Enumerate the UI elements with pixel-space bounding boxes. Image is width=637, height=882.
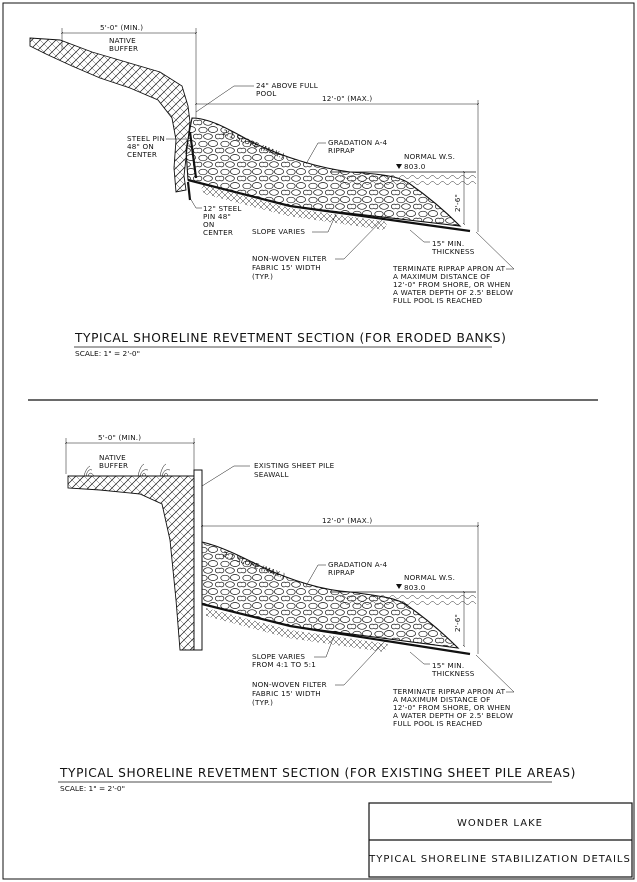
backfill-earth	[67, 475, 195, 651]
min-thickness-label: 15" MIN.	[432, 239, 464, 248]
svg-text:FABRIC 15' WIDTH: FABRIC 15' WIDTH	[252, 263, 321, 272]
svg-text:A MAXIMUM DISTANCE OF: A MAXIMUM DISTANCE OF	[393, 272, 491, 281]
svg-text:BUFFER: BUFFER	[99, 461, 128, 470]
svg-text:ON: ON	[203, 220, 214, 229]
buffer-dimension-label: 5'-0" (MIN.)	[98, 433, 141, 442]
apron-dimension-label: 12'-0" (MAX.)	[322, 94, 372, 103]
native-buffer-label: NATIVE	[109, 36, 136, 45]
filter-fabric-label: NON-WOVEN FILTER	[252, 680, 327, 689]
normal-ws-label: NORMAL W.S.	[404, 573, 455, 582]
normal-ws-label: NORMAL W.S.	[404, 152, 455, 161]
native-buffer-label: NATIVE	[99, 453, 126, 462]
project-name: WONDER LAKE	[457, 818, 543, 829]
sheet-pile-label: EXISTING SHEET PILE	[254, 461, 335, 470]
svg-text:FULL POOL IS REACHED: FULL POOL IS REACHED	[393, 296, 483, 305]
svg-text:SEAWALL: SEAWALL	[254, 470, 289, 479]
svg-text:FROM 4:1 TO 5:1: FROM 4:1 TO 5:1	[252, 660, 316, 669]
steel-pin-label: STEEL PIN	[127, 134, 165, 143]
eroded-bank-earth	[29, 37, 191, 193]
svg-text:FULL POOL IS REACHED: FULL POOL IS REACHED	[393, 719, 483, 728]
section-1-scale: SCALE: 1" = 2'-0"	[75, 349, 140, 358]
section-2-scale: SCALE: 1" = 2'-0"	[60, 784, 125, 793]
water-elevation-label: 803.0	[404, 162, 426, 171]
gradation-label: GRADATION A-4	[328, 138, 388, 147]
svg-text:PIN 48": PIN 48"	[203, 212, 231, 221]
svg-text:CENTER: CENTER	[127, 150, 157, 159]
terminate-note-line-1: TERMINATE RIPRAP APRON AT	[392, 264, 506, 273]
svg-text:12'-0" FROM SHORE, OR WHEN: 12'-0" FROM SHORE, OR WHEN	[393, 703, 510, 712]
steel-pin-12	[186, 181, 192, 201]
svg-text:BUFFER: BUFFER	[109, 44, 138, 53]
filter-fabric-line	[201, 602, 471, 656]
steel-pin-12-label: 12" STEEL	[203, 204, 242, 213]
svg-text:A WATER DEPTH OF 2.5' BELOW: A WATER DEPTH OF 2.5' BELOW	[393, 288, 513, 297]
apron-dimension-label: 12'-0" (MAX.)	[322, 516, 372, 525]
svg-text:FABRIC 15' WIDTH: FABRIC 15' WIDTH	[252, 689, 321, 698]
gradation-label: GRADATION A-4	[328, 560, 388, 569]
section-1-title: TYPICAL SHORELINE REVETMENT SECTION (FOR…	[74, 331, 506, 345]
svg-text:A WATER DEPTH OF 2.5' BELOW: A WATER DEPTH OF 2.5' BELOW	[393, 711, 513, 720]
svg-text:(TYP.): (TYP.)	[252, 272, 273, 281]
grass-tufts	[83, 463, 171, 477]
svg-text:A MAXIMUM DISTANCE OF: A MAXIMUM DISTANCE OF	[393, 695, 491, 704]
svg-text:RIPRAP: RIPRAP	[328, 568, 355, 577]
depth-dimension-label: 2'-6"	[453, 194, 462, 212]
depth-dimension-label: 2'-6"	[453, 614, 462, 632]
section-sheet-pile: 5'-0" (MIN.) NATIVE BUFFER EXISTING SHEE…	[58, 433, 576, 793]
svg-text:THICKNESS: THICKNESS	[431, 247, 475, 256]
sheet-pile-seawall	[193, 469, 203, 651]
svg-text:POOL: POOL	[256, 89, 276, 98]
svg-text:12'-0" FROM SHORE, OR WHEN: 12'-0" FROM SHORE, OR WHEN	[393, 280, 510, 289]
sheet-title: TYPICAL SHORELINE STABILIZATION DETAILS	[368, 854, 631, 865]
buffer-dimension-label: 5'-0" (MIN.)	[100, 23, 143, 32]
above-pool-label: 24" ABOVE FULL	[256, 81, 318, 90]
svg-text:CENTER: CENTER	[203, 228, 233, 237]
slope-varies-label: SLOPE VARIES	[252, 227, 305, 236]
filter-fabric-line	[187, 178, 471, 233]
terminate-note-line-1: TERMINATE RIPRAP APRON AT	[392, 687, 506, 696]
section-2-title: TYPICAL SHORELINE REVETMENT SECTION (FOR…	[59, 766, 576, 780]
steel-pin-48	[188, 131, 198, 179]
title-block: WONDER LAKE TYPICAL SHORELINE STABILIZAT…	[368, 802, 633, 878]
svg-text:(TYP.): (TYP.)	[252, 698, 273, 707]
svg-text:RIPRAP: RIPRAP	[328, 146, 355, 155]
svg-text:THICKNESS: THICKNESS	[431, 669, 475, 678]
min-thickness-label: 15" MIN.	[432, 661, 464, 670]
slope-varies-label: SLOPE VARIES	[252, 652, 305, 661]
water-elevation-label: 803.0	[404, 583, 426, 592]
section-eroded-banks: 5'-0" (MIN.) NATIVE BUFFER 24" ABOVE FUL…	[29, 23, 515, 358]
filter-fabric-label: NON-WOVEN FILTER	[252, 254, 327, 263]
svg-text:48" ON: 48" ON	[127, 142, 154, 151]
